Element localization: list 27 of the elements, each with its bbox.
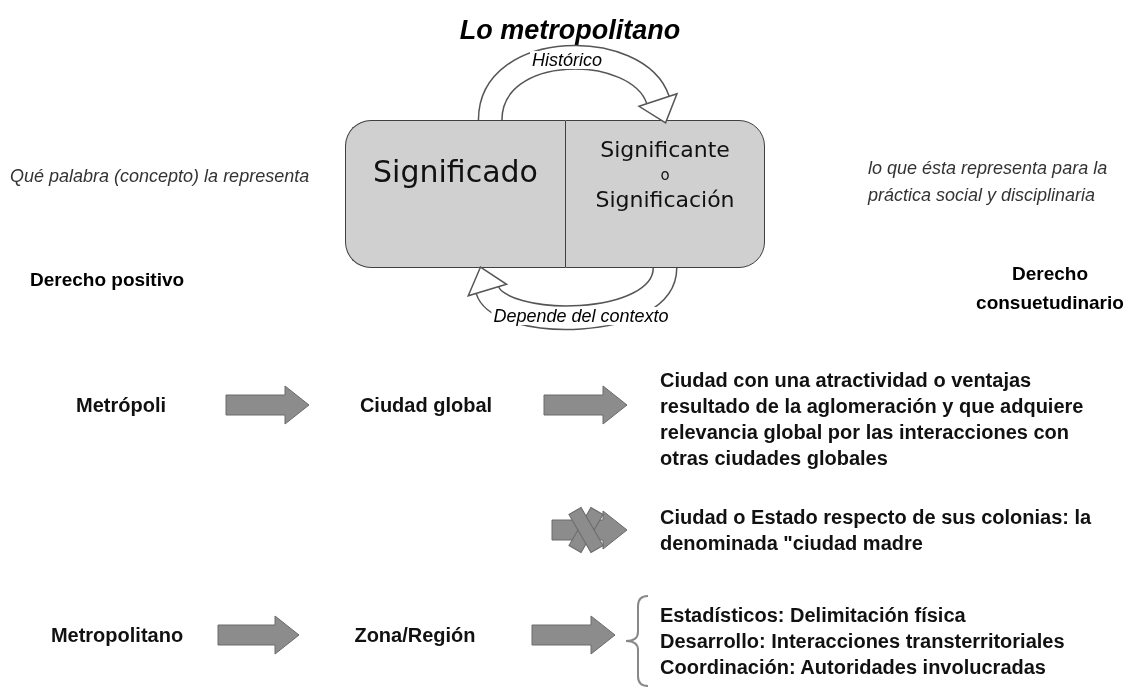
crossed-block-arrow [551,506,628,554]
node-text: Metropolitano [50,623,184,648]
block-arrow [225,385,310,425]
node-text: Significante o Significación [595,136,735,214]
node-text: Ciudad global [359,393,493,418]
annotation-text: Qué palabra (concepto) la representa [10,165,310,188]
list-item: Estadísticos: Delimitación física [660,603,967,628]
node-text: Ciudad con una atractividad o ventajas resultado de la aglomeración y que adquiere relevancia global por las interacciones con otras ciudades globales [660,368,1085,471]
node-text: Metrópoli [76,393,166,418]
edge-label: Histórico [530,51,604,69]
concept-box [345,120,565,268]
list-item: Coordinación: Autoridades involucradas [660,655,1047,680]
curved-arrow [466,265,678,331]
list-item: Desarrollo: Interacciones transterritoriales [660,629,1066,654]
concept-box [565,120,765,268]
category-label: Derecho consuetudinario [975,262,1125,315]
node-text: Ciudad o Estado respecto de sus colonias: la denominada "ciudad madre [660,505,1093,556]
block-arrow [217,615,300,655]
node-text: Zona/Región [354,623,476,648]
title: Lo metropolitano [458,14,682,47]
node-text: Significado [373,153,538,191]
curved-arrow [477,45,679,124]
block-arrow [543,385,628,425]
category-label: Derecho positivo [30,268,186,292]
edge-label: Depende del contexto [491,307,671,325]
annotation-text: lo que ésta representa para la práctica social y disciplinaria [868,157,1109,207]
block-arrow [531,615,616,655]
